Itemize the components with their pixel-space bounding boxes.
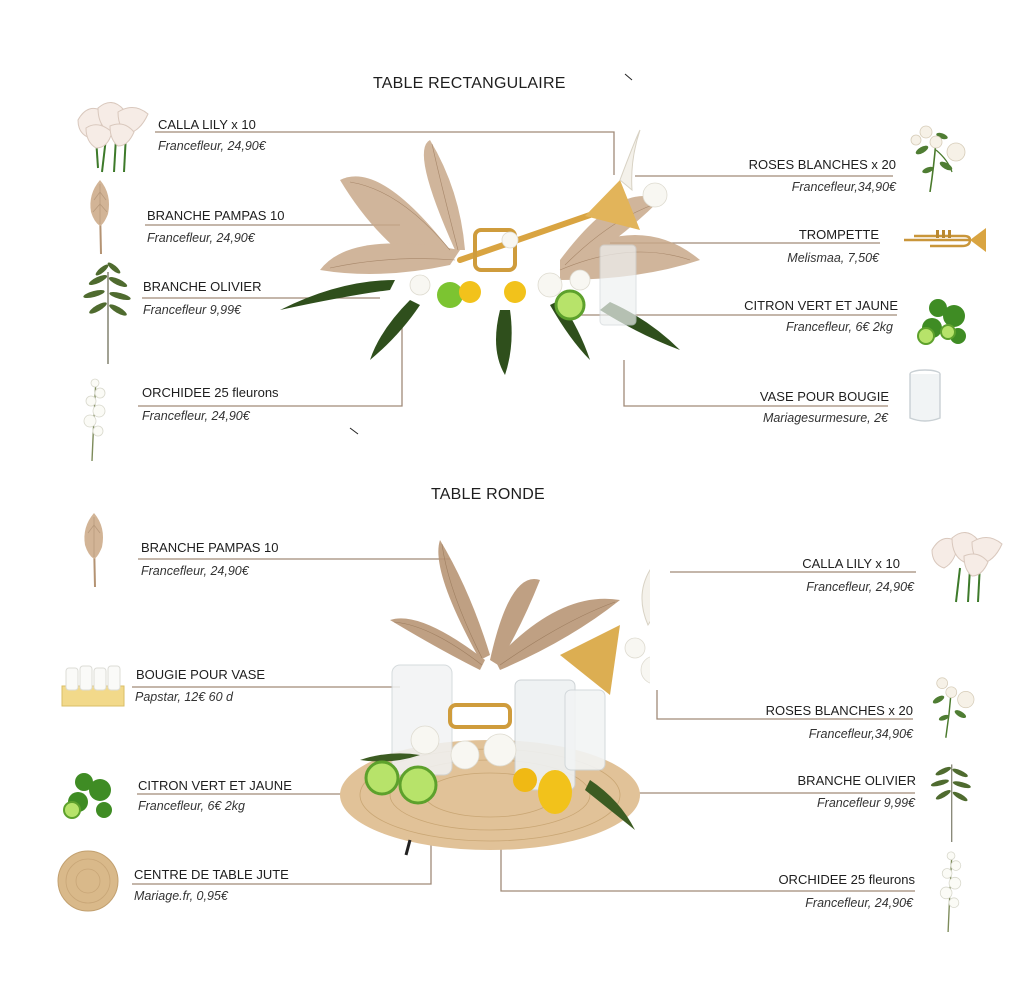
round-centerpiece-illustration: [340, 540, 650, 856]
white-roses-thumb: [910, 125, 966, 192]
trumpet-thumb: [904, 228, 986, 252]
round-pampas-source: Francefleur, 24,90€: [141, 564, 249, 578]
rect-olive-source: Francefleur 9,99€: [143, 303, 241, 317]
round-table-title: TABLE RONDE: [431, 486, 545, 503]
lime-thumb: [917, 299, 966, 345]
round-olive-name: BRANCHE OLIVIER: [797, 773, 916, 788]
rect-olive-name: BRANCHE OLIVIER: [143, 279, 262, 294]
round-orchid-source: Francefleur, 24,90€: [805, 896, 913, 910]
orchid-thumb-2: [939, 851, 962, 932]
calla-lily-thumb: [77, 102, 149, 173]
lime-thumb-2: [63, 773, 112, 819]
olive-branch-thumb-2: [930, 764, 971, 842]
round-citron-source: Francefleur, 6€ 2kg: [138, 799, 246, 813]
rect-table-title: TABLE RECTANGULAIRE: [373, 75, 566, 92]
rect-calla-source: Francefleur, 24,90€: [158, 139, 266, 153]
white-roses-thumb-2: [932, 677, 975, 738]
rect-trumpet-source: Melismaa, 7,50€: [787, 251, 879, 265]
round-orchid-name: ORCHIDEE 25 fleurons: [778, 872, 915, 887]
round-pampas-name: BRANCHE PAMPAS 10: [141, 540, 279, 555]
round-roses-source: Francefleur,34,90€: [808, 727, 913, 741]
glass-vase-thumb: [909, 369, 941, 422]
rect-orchid-source: Francefleur, 24,90€: [142, 409, 250, 423]
rect-trumpet-name: TROMPETTE: [798, 227, 879, 242]
rect-orchid-name: ORCHIDEE 25 fleurons: [142, 385, 279, 400]
rect-pampas-source: Francefleur, 24,90€: [147, 231, 255, 245]
rect-vase-name: VASE POUR BOUGIE: [759, 389, 889, 404]
rect-centerpiece-illustration: [280, 129, 700, 375]
round-calla-name: CALLA LILY x 10: [802, 556, 900, 571]
jute-placemat-thumb: [57, 850, 119, 912]
round-jute-source: Mariage.fr, 0,95€: [134, 889, 228, 903]
pampas-thumb: [90, 180, 109, 254]
round-calla-source: Francefleur, 24,90€: [806, 580, 914, 594]
rect-roses-name: ROSES BLANCHES x 20: [748, 157, 896, 172]
candles-thumb: [61, 665, 125, 707]
round-roses-name: ROSES BLANCHES x 20: [765, 703, 913, 718]
rect-citron-name: CITRON VERT ET JAUNE: [744, 298, 898, 313]
round-bougie-name: BOUGIE POUR VASE: [136, 667, 266, 682]
rect-roses-source: Francefleur,34,90€: [791, 180, 896, 194]
round-olive-source: Francefleur 9,99€: [817, 796, 915, 810]
rect-pampas-name: BRANCHE PAMPAS 10: [147, 208, 285, 223]
calla-lily-thumb-2: [931, 532, 1003, 603]
round-bougie-source: Papstar, 12€ 60 d: [135, 690, 233, 704]
orchid-thumb: [83, 378, 106, 461]
rect-calla-name: CALLA LILY x 10: [158, 117, 256, 132]
round-citron-name: CITRON VERT ET JAUNE: [138, 778, 292, 793]
rect-vase-source: Mariagesurmesure, 2€: [762, 411, 888, 425]
pampas-thumb-2: [84, 513, 103, 588]
rect-citron-source: Francefleur, 6€ 2kg: [785, 320, 893, 334]
round-jute-name: CENTRE DE TABLE JUTE: [134, 867, 289, 882]
olive-branch-thumb: [83, 262, 131, 364]
